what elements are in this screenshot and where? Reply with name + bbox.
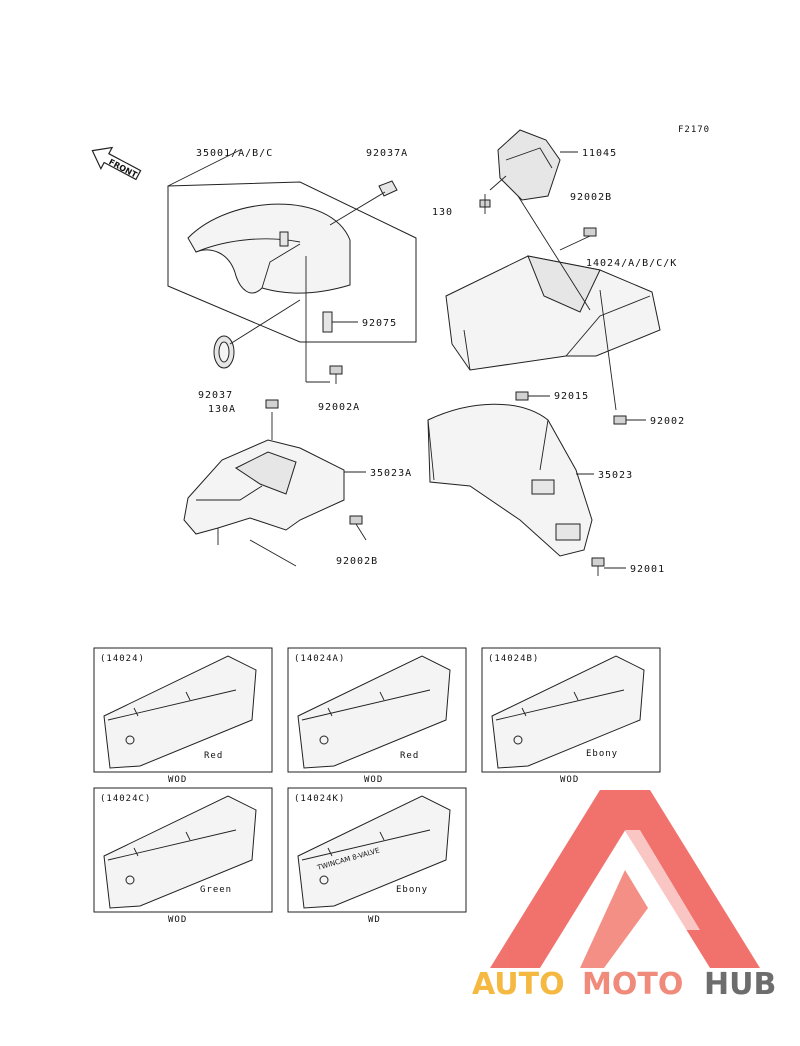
- logo-hub: HUB: [704, 967, 776, 1002]
- label-92037a: 92037A: [366, 148, 408, 159]
- variant-panel-4: (14024K) TWINCAM 8-VALVE Ebony WD: [287, 787, 467, 925]
- label-92001: 92001: [630, 564, 665, 575]
- logo-auto: AUTO: [472, 967, 565, 1002]
- front-fender-group: [167, 149, 417, 384]
- label-14024: 14024/A/B/C/K: [586, 258, 677, 269]
- label-130: 130: [432, 207, 453, 218]
- variant-color: Ebony: [396, 885, 428, 895]
- variant-panel-3: (14024C) Green WOD: [93, 787, 273, 925]
- label-35023: 35023: [598, 470, 633, 481]
- label-35023a: 35023A: [370, 468, 412, 479]
- label-35001: 35001/A/B/C: [196, 148, 273, 159]
- logo-moto: MOTO: [582, 967, 683, 1002]
- variant-code: (14024): [100, 654, 145, 664]
- variant-market: WOD: [364, 775, 383, 785]
- automotohub-watermark: AUTO MOTO HUB: [472, 790, 776, 1002]
- label-92002a: 92002A: [318, 402, 360, 413]
- variant-code: (14024C): [100, 794, 151, 804]
- variant-market: WOD: [168, 915, 187, 925]
- variant-color: Red: [400, 751, 419, 761]
- variant-panel-0: (14024) Red WOD: [93, 647, 273, 785]
- variant-code: (14024K): [294, 794, 345, 804]
- variant-market: WD: [368, 915, 381, 925]
- label-92037: 92037: [198, 390, 233, 401]
- label-92002: 92002: [650, 416, 685, 427]
- label-11045: 11045: [582, 148, 617, 159]
- variant-panel-1: (14024A) Red WOD: [287, 647, 467, 785]
- label-92075: 92075: [362, 318, 397, 329]
- variant-market: WOD: [560, 775, 579, 785]
- variant-color: Ebony: [586, 749, 618, 759]
- variant-panel-2: (14024B) Ebony WOD: [481, 647, 661, 785]
- label-92015: 92015: [554, 391, 589, 402]
- variant-code: (14024B): [488, 654, 539, 664]
- logo-triangle-icon: [490, 790, 760, 968]
- bracket-35023a-group: [183, 399, 367, 567]
- variant-color: Red: [204, 751, 223, 761]
- label-130a: 130A: [208, 404, 236, 415]
- diagram-ref: F2170: [678, 125, 710, 135]
- variant-market: WOD: [168, 775, 187, 785]
- front-arrow-icon: FRONT: [91, 146, 142, 181]
- variant-color: Green: [200, 885, 232, 895]
- rear-cowl-group: [445, 129, 661, 425]
- label-92002b-upper: 92002B: [570, 192, 612, 203]
- rear-fender-group: [427, 403, 626, 576]
- variant-code: (14024A): [294, 654, 345, 664]
- label-92002b-lower: 92002B: [336, 556, 378, 567]
